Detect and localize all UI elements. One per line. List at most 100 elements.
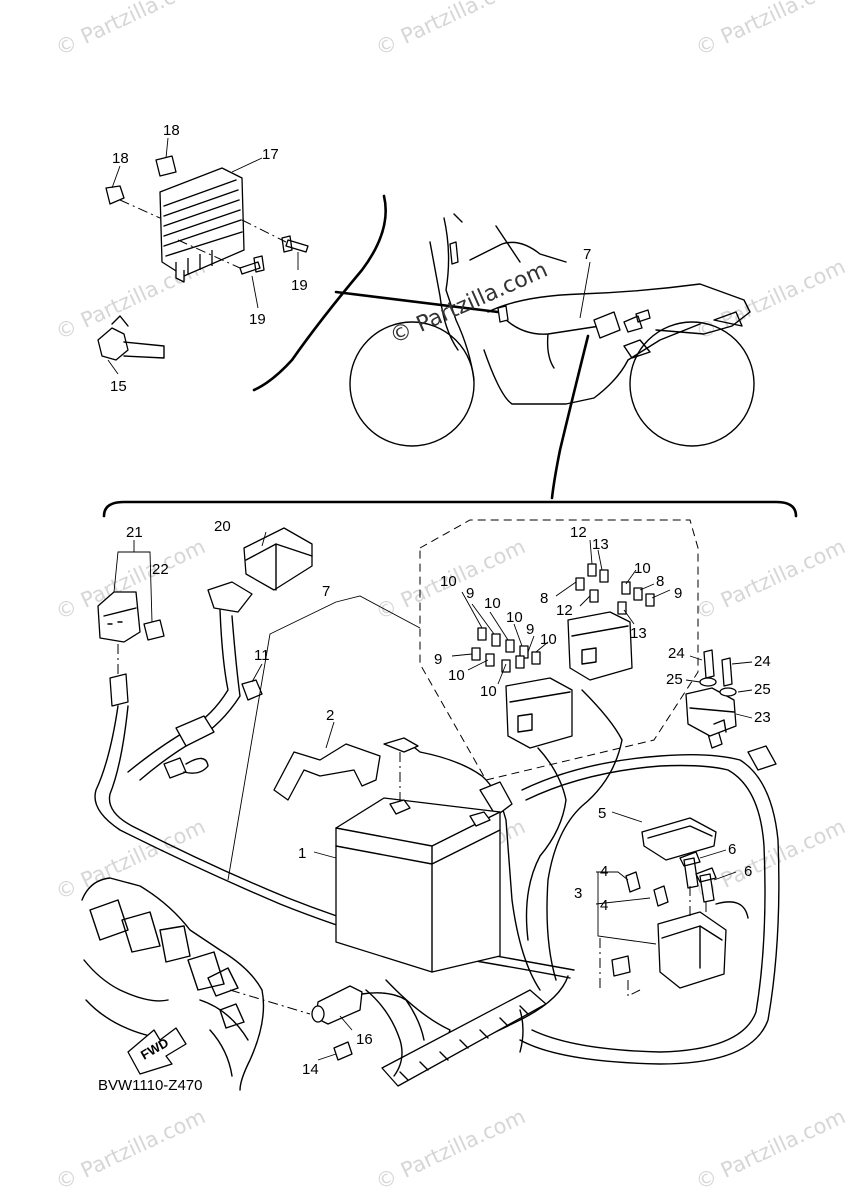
detail-pointer-curve bbox=[550, 334, 590, 500]
callout-9: 9 bbox=[466, 585, 474, 602]
callout-25: 25 bbox=[666, 671, 683, 688]
fuse-12[interactable] bbox=[587, 563, 597, 577]
bolt-19-upper[interactable] bbox=[281, 235, 309, 253]
fuse-box-lower[interactable] bbox=[505, 677, 573, 749]
battery-band-2[interactable] bbox=[273, 743, 381, 801]
handlebar-area bbox=[469, 225, 567, 263]
watermark: © Partzilla.com bbox=[692, 534, 848, 624]
mini-fuses bbox=[471, 563, 655, 673]
connector-11[interactable] bbox=[241, 679, 263, 701]
connector-location-marker bbox=[449, 241, 509, 323]
coupler-21-mate[interactable] bbox=[109, 673, 129, 707]
fuse-9[interactable] bbox=[471, 647, 481, 661]
relay-20[interactable] bbox=[243, 527, 313, 591]
washer-25-right[interactable] bbox=[719, 687, 737, 697]
fuse-10[interactable] bbox=[621, 581, 631, 595]
starter-relay-3[interactable] bbox=[657, 911, 727, 989]
callout-9: 9 bbox=[526, 621, 534, 638]
fuse-13[interactable] bbox=[599, 569, 609, 583]
fuse-4-lower[interactable] bbox=[653, 885, 669, 907]
harness-branch-right-loop bbox=[519, 753, 780, 1065]
terminal-cover-5[interactable] bbox=[641, 817, 717, 861]
bolt-14[interactable] bbox=[333, 1041, 353, 1061]
fuse-8[interactable] bbox=[575, 577, 585, 591]
watermarks: © Partzilla.com © Partzilla.com © Partzi… bbox=[52, 0, 848, 1195]
fuse-10[interactable] bbox=[501, 659, 511, 673]
battery-bracket bbox=[383, 737, 419, 753]
fuse-8[interactable] bbox=[633, 587, 643, 601]
fuse-9[interactable] bbox=[491, 633, 501, 647]
fuse-10[interactable] bbox=[505, 639, 515, 653]
watermark: © Partzilla.com bbox=[372, 0, 529, 61]
battery-1[interactable] bbox=[335, 797, 501, 973]
callout-7: 7 bbox=[583, 246, 591, 263]
callout-22: 22 bbox=[152, 561, 169, 578]
bolt-6-lower[interactable] bbox=[695, 867, 717, 903]
sensor-16-end bbox=[311, 1005, 325, 1023]
callout-24: 24 bbox=[668, 645, 685, 662]
rectifier-regulator[interactable] bbox=[159, 167, 245, 277]
terminal-cover-5-edge bbox=[647, 825, 713, 839]
harness-branch-fusebox-upper bbox=[546, 689, 623, 981]
leader-lines bbox=[595, 655, 753, 945]
fuse-box-lower-detail bbox=[509, 691, 571, 733]
tank-and-seat bbox=[487, 283, 751, 335]
washer-25-left[interactable] bbox=[699, 677, 717, 687]
assembly-centerline bbox=[599, 938, 641, 997]
coupler-upper[interactable] bbox=[207, 581, 253, 613]
clip-18-top[interactable] bbox=[155, 155, 177, 177]
callout-24: 24 bbox=[754, 653, 771, 670]
fuse-4-upper[interactable] bbox=[625, 871, 641, 893]
engine-details bbox=[83, 959, 249, 1077]
fuse-9[interactable] bbox=[645, 593, 655, 607]
callout-19: 19 bbox=[249, 311, 266, 328]
clip-18-left[interactable] bbox=[105, 185, 125, 205]
callout-10: 10 bbox=[506, 609, 523, 626]
fuse-10[interactable] bbox=[485, 653, 495, 667]
engine-fins bbox=[89, 899, 225, 991]
callout-4: 4 bbox=[600, 897, 608, 914]
callout-9: 9 bbox=[434, 651, 442, 668]
bolt-6-upper[interactable] bbox=[679, 851, 701, 889]
watermark: © Partzilla.com bbox=[52, 814, 209, 904]
left-components: 21 22 20 11 bbox=[97, 518, 313, 707]
bolt-19-lower[interactable] bbox=[239, 255, 265, 275]
cap-22[interactable] bbox=[143, 619, 165, 641]
callout-10: 10 bbox=[440, 573, 457, 590]
detail-frame-top bbox=[102, 500, 798, 518]
sensor-23[interactable] bbox=[685, 687, 737, 737]
watermark: © Partzilla.com bbox=[692, 0, 848, 61]
fuse-box-upper[interactable] bbox=[567, 611, 633, 681]
callout-1: 1 bbox=[298, 845, 306, 862]
engine-detail: FWD 16 14 bbox=[81, 877, 425, 1091]
fuse-box-upper-detail bbox=[571, 625, 629, 665]
fuse-12[interactable] bbox=[589, 589, 599, 603]
watermark: © Partzilla.com bbox=[692, 1104, 848, 1194]
callout-8: 8 bbox=[540, 590, 548, 607]
motorcycle-overview: 7 © Partzilla.com bbox=[252, 194, 755, 500]
callout-9: 9 bbox=[674, 585, 682, 602]
battery-terminals bbox=[389, 799, 491, 827]
bolt-24-left[interactable] bbox=[703, 649, 715, 679]
side-panel bbox=[623, 311, 743, 359]
fuse-box-group: 10 9 10 10 9 10 9 10 10 12 13 8 12 10 8 … bbox=[419, 519, 699, 781]
clamp-15-tab bbox=[111, 315, 129, 327]
clamp-15-strap bbox=[123, 341, 165, 359]
callout-6: 6 bbox=[728, 841, 736, 858]
fuse-10[interactable] bbox=[531, 651, 541, 665]
watermark: © Partzilla.com bbox=[692, 814, 848, 904]
fuse-9[interactable] bbox=[515, 655, 525, 669]
callout-14: 14 bbox=[302, 1061, 319, 1078]
bolt-24-right[interactable] bbox=[721, 657, 733, 687]
sensor-23-edges bbox=[689, 707, 735, 733]
fuse-13[interactable] bbox=[617, 601, 627, 615]
leader-lines bbox=[113, 531, 267, 683]
callout-19: 19 bbox=[291, 277, 308, 294]
clamp-15-body[interactable] bbox=[97, 327, 129, 361]
fuse-10[interactable] bbox=[477, 627, 487, 641]
diagram-code: BVW1110-Z470 bbox=[98, 1077, 203, 1094]
connector-right bbox=[747, 745, 777, 771]
assembly-centerline bbox=[689, 886, 707, 918]
